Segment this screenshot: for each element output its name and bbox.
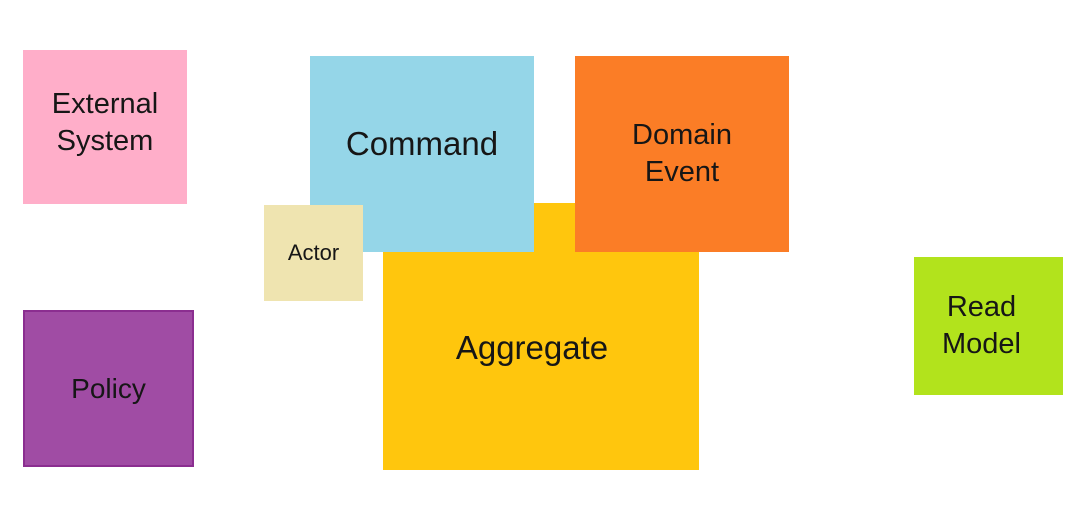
note-label-policy: Policy	[71, 372, 146, 404]
sticky-note-domain-event: Domain Event	[575, 56, 789, 252]
sticky-note-policy: Policy	[23, 310, 194, 467]
sticky-note-read-model: Read Model	[914, 257, 1063, 395]
note-label-actor: Actor	[287, 240, 340, 265]
note-label-read-model: Read Model	[942, 290, 1021, 360]
note-label-aggregate: Aggregate	[455, 328, 609, 366]
note-label-external-system: External System	[51, 88, 159, 157]
sticky-note-actor: Actor	[264, 205, 363, 301]
note-label-domain-event: Domain Event	[632, 118, 732, 188]
note-label-command: Command	[345, 125, 499, 162]
sticky-note-external-system: External System	[23, 50, 187, 204]
